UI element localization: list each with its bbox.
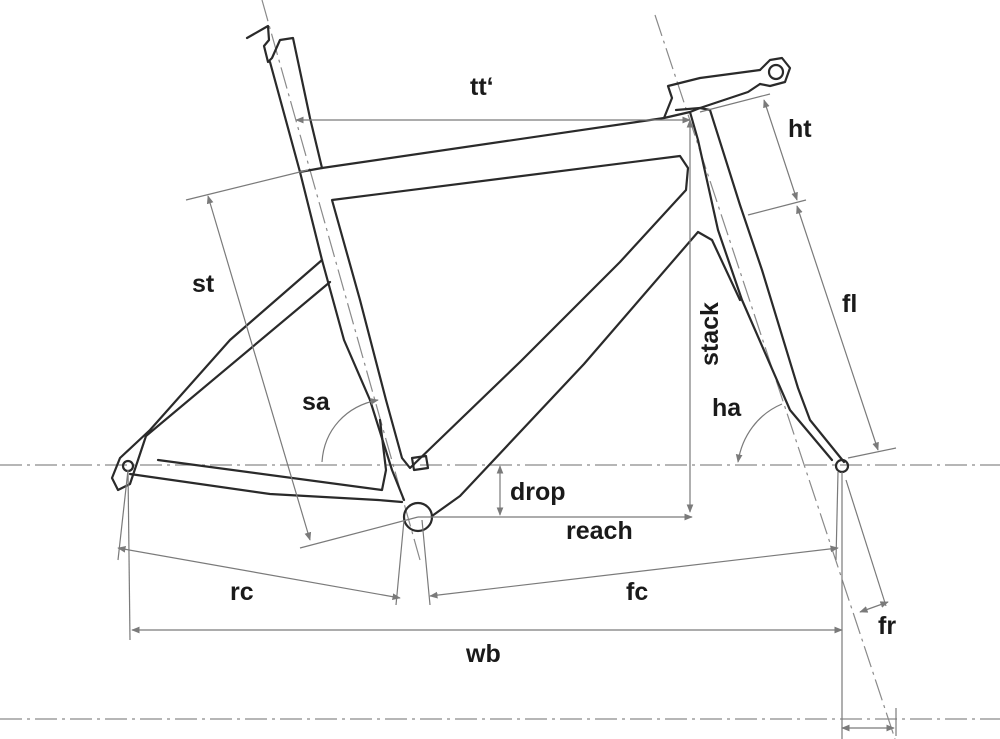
stem [758, 56, 792, 88]
st-bottom-extension [299, 516, 419, 549]
rear-dropout [121, 459, 135, 473]
top-tube [320, 68, 762, 170]
rear-vertical-extension-2 [127, 469, 131, 641]
fc-dimension [429, 545, 839, 599]
st-top-extension [185, 169, 309, 201]
stem-clamp [767, 63, 785, 81]
label-fr: fr [878, 612, 896, 640]
rear-vertical-extension [117, 469, 129, 561]
front-vertical-extension-2 [835, 471, 839, 561]
label-reach: reach [566, 517, 633, 545]
ht-top-extension [699, 93, 771, 113]
main-triangle-inner [330, 154, 690, 470]
label-st: st [192, 270, 215, 298]
steering-axis [654, 14, 896, 739]
derailleur-hanger [410, 454, 430, 472]
ht-fl-extension [747, 199, 807, 216]
label-drop: drop [510, 478, 566, 506]
label-ha: ha [712, 394, 742, 422]
label-wb: wb [465, 640, 501, 668]
dimension-lines [117, 93, 897, 739]
st-dimension [206, 195, 312, 541]
rc-dimension [117, 546, 401, 600]
chain-stay [128, 418, 404, 504]
label-stack: stack [696, 302, 724, 366]
sa-arc [321, 398, 379, 463]
seat-tube-axis [261, 0, 421, 561]
front-dropout [834, 458, 850, 474]
label-fl: fl [842, 290, 857, 318]
seatpost [245, 24, 324, 174]
head-tube [662, 106, 846, 464]
label-ht: ht [788, 115, 812, 143]
down-tube [430, 230, 742, 518]
ht-dimension [763, 99, 798, 201]
label-sa: sa [302, 388, 331, 416]
fl-bottom-extension [847, 447, 897, 459]
bb-vertical-extension [395, 519, 405, 606]
label-rc: rc [230, 578, 254, 606]
bb-vertical-extension-2 [421, 519, 431, 606]
fr-dimension [859, 601, 889, 613]
label-tt: tt‘ [470, 73, 494, 101]
fr-perp-extension [845, 479, 887, 607]
dimension-labels: tt‘ ht st fl stack sa ha drop reach rc f… [192, 73, 896, 668]
label-fc: fc [626, 578, 648, 606]
ha-arc [735, 403, 783, 463]
seat-stay [110, 258, 332, 492]
fl-dimension [796, 205, 879, 451]
